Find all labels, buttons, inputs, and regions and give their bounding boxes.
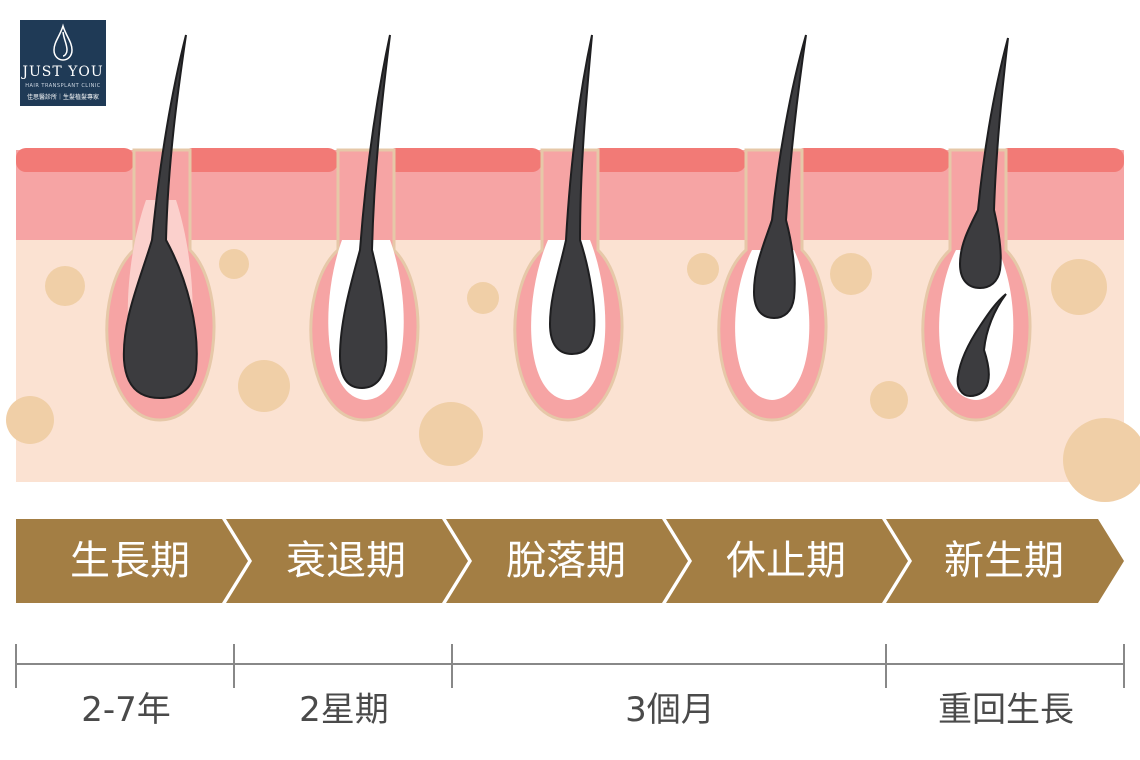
logo-tagline: HAIR TRANSPLANT CLINIC (25, 83, 101, 89)
hair-anagen (122, 34, 198, 400)
stage-label-telogen: 休止期 (726, 538, 846, 584)
skin-surface (16, 148, 1124, 172)
stage-arrow-new-growth (886, 519, 1124, 603)
stage-label-catagen: 衰退期 (286, 538, 406, 584)
fat-dots (6, 249, 1140, 502)
stage-arrow-telogen (666, 519, 908, 603)
stage-arrow-catagen (226, 519, 468, 603)
stage-label-exogen: 脫落期 (506, 538, 626, 584)
fat-dot (1051, 259, 1107, 315)
fat-dot (687, 253, 719, 285)
duration-catagen: 2星期 (299, 690, 389, 730)
fat-dot (6, 396, 54, 444)
hair-exogen (548, 34, 596, 356)
hair-telogen (752, 34, 807, 320)
fat-dot (219, 249, 249, 279)
fat-dot (830, 253, 872, 295)
hair-new-growing (956, 293, 1007, 398)
fat-dot (870, 381, 908, 419)
logo-subtitle: 佳思醫診所｜生髮植髮專家 (26, 94, 99, 101)
hair-catagen (338, 34, 391, 390)
hair-old-shedding (958, 37, 1009, 290)
duration-exogen-telogen: 3個月 (625, 690, 715, 730)
clinic-logo: JUST YOU HAIR TRANSPLANT CLINIC 佳思醫診所｜生髮… (20, 20, 106, 106)
hairs (122, 34, 1009, 400)
fat-dot (419, 402, 483, 466)
fat-dot (1063, 418, 1140, 502)
fat-dot (45, 266, 85, 306)
stage-arrow-exogen (446, 519, 688, 603)
duration-return-growth: 重回生長 (938, 690, 1074, 730)
fat-dot (467, 282, 499, 314)
fat-dot (238, 360, 290, 412)
stage-arrow-anagen (16, 519, 248, 603)
logo-brand: JUST YOU (22, 64, 104, 80)
hair-drop-icon (53, 23, 73, 61)
duration-anagen: 2-7年 (81, 690, 171, 730)
stage-label-new-growth: 新生期 (944, 538, 1064, 584)
stage-label-anagen: 生長期 (70, 538, 190, 584)
